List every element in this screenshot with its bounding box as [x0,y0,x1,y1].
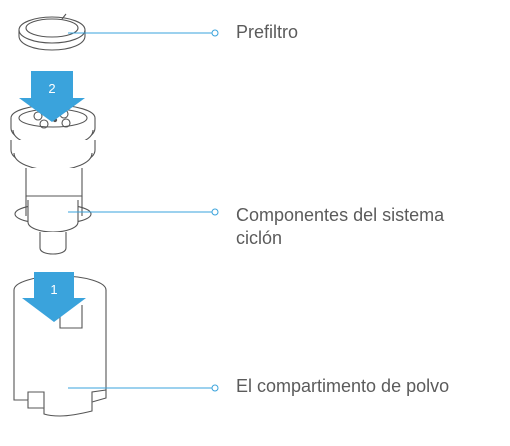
step-number-2: 2 [48,81,55,96]
step-arrow-2: 2 [19,71,85,122]
dust-bin-label: El compartimento de polvo [236,376,450,396]
step-arrow-1: 1 [22,272,86,322]
cyclone-label-line-2: ciclón [236,228,283,248]
leader-lines [68,29,219,392]
step-number-1: 1 [50,282,57,297]
prefilter-illustration [18,13,86,51]
cyclone-label: Componentes del sistema ciclón [236,204,506,250]
cyclone-illustration [10,104,96,255]
prefilter-label: Prefiltro [236,22,299,42]
cyclone-label-line-1: Componentes del sistema [236,205,445,225]
